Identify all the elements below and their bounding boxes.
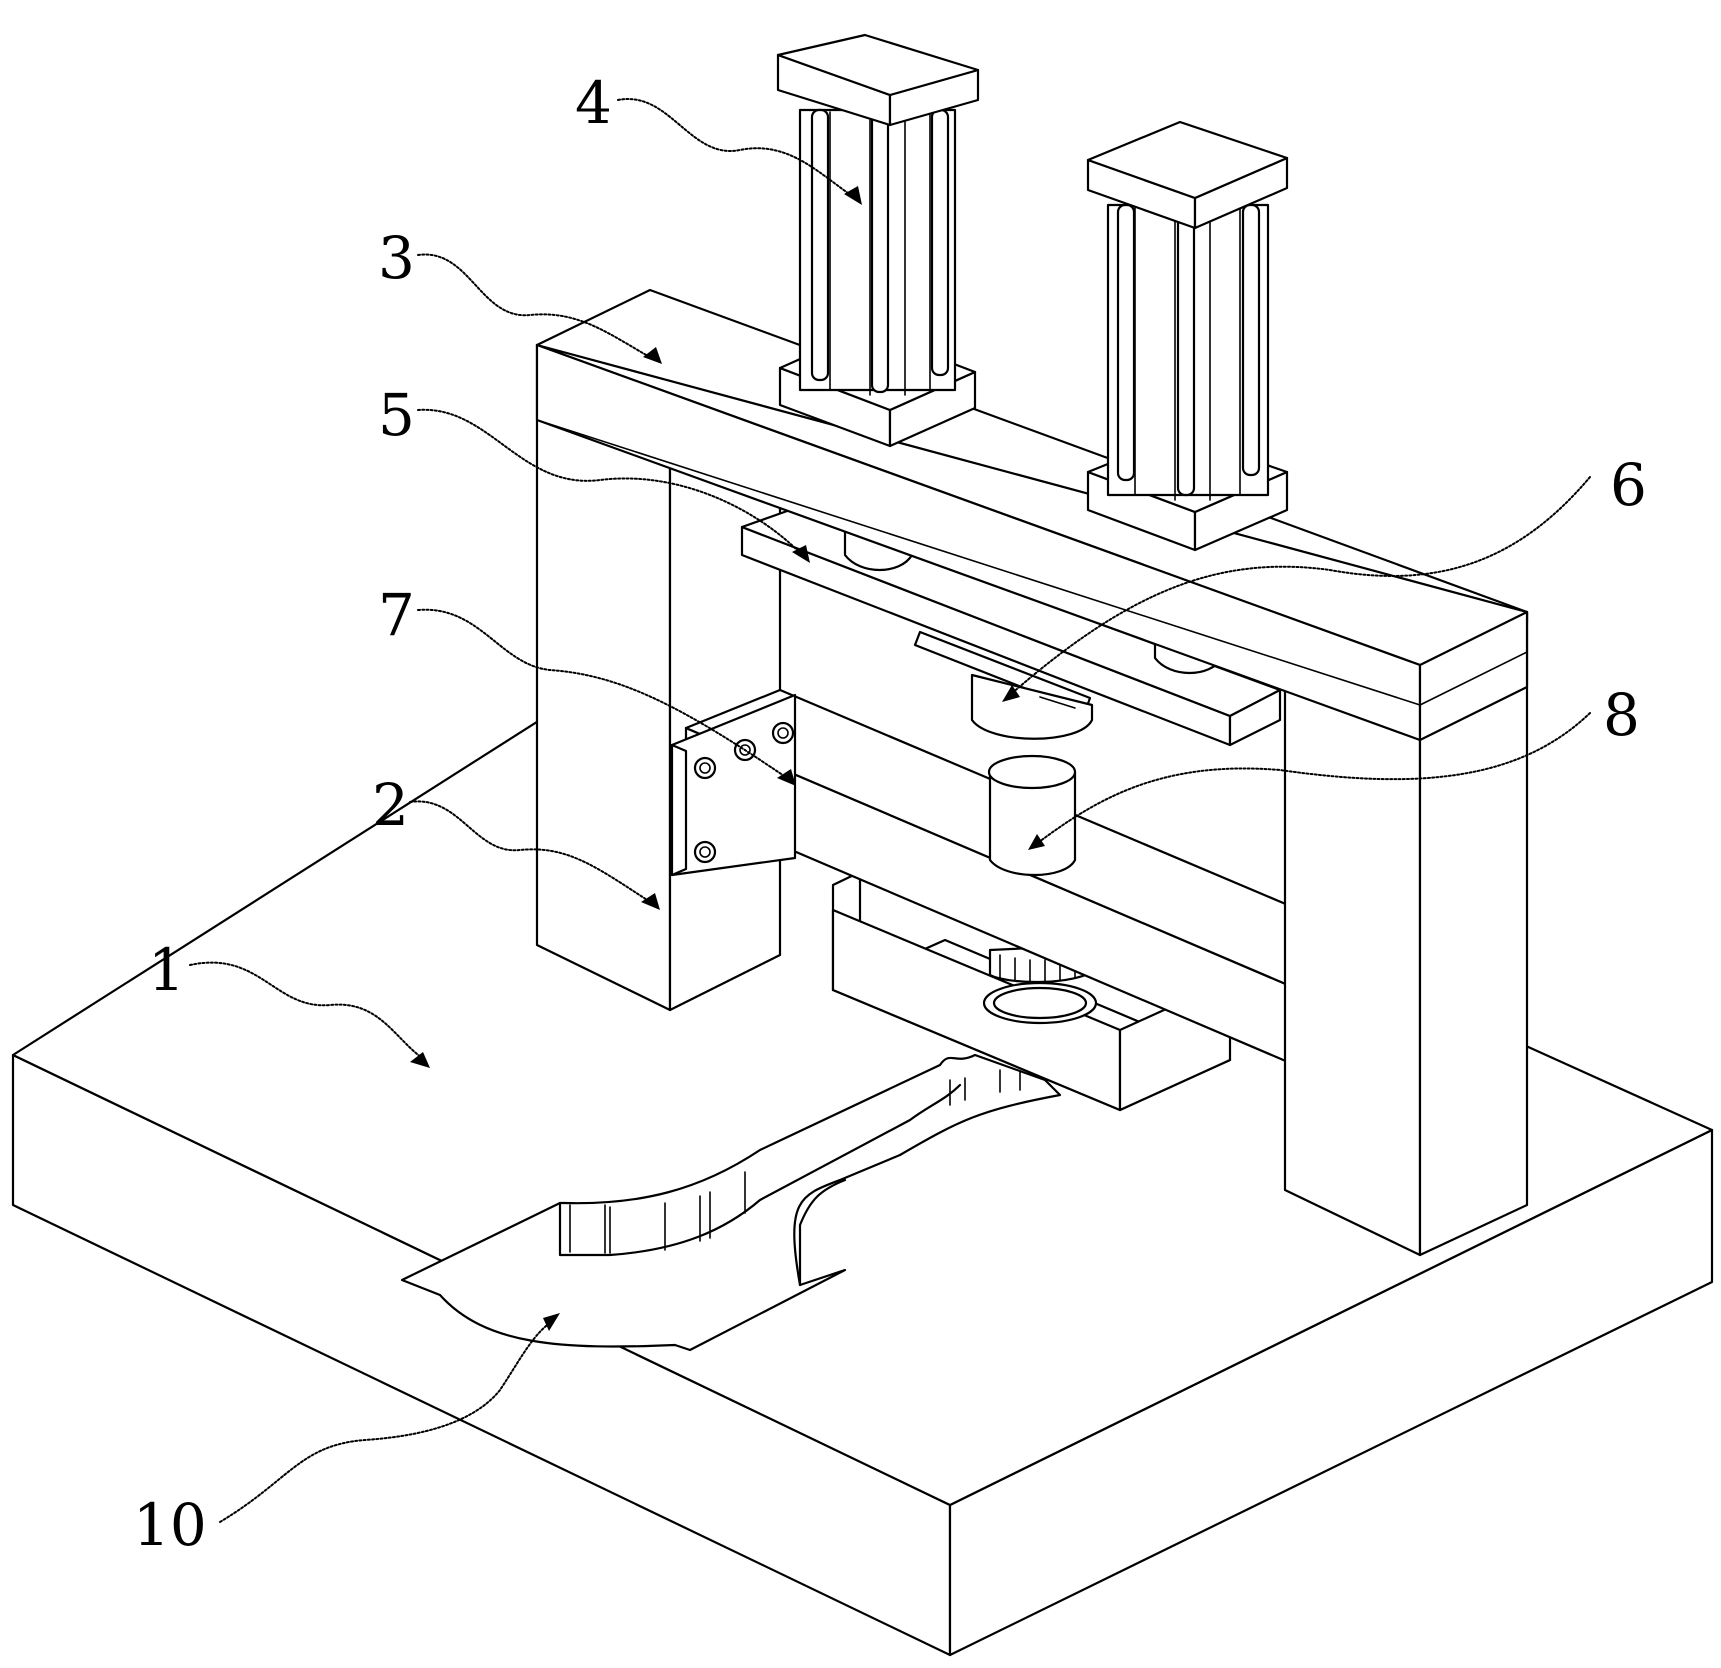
label-3: 3 bbox=[378, 224, 415, 292]
label-1: 1 bbox=[148, 936, 185, 1004]
label-5: 5 bbox=[378, 381, 415, 449]
label-10: 10 bbox=[133, 1491, 207, 1559]
right-hydraulic-cylinder bbox=[1088, 122, 1287, 550]
label-8: 8 bbox=[1603, 681, 1640, 749]
left-hydraulic-cylinder bbox=[778, 35, 978, 446]
label-2: 2 bbox=[372, 771, 409, 839]
label-4: 4 bbox=[575, 69, 612, 137]
label-6: 6 bbox=[1610, 451, 1647, 519]
label-7: 7 bbox=[378, 581, 415, 649]
lower-punch bbox=[989, 756, 1075, 875]
